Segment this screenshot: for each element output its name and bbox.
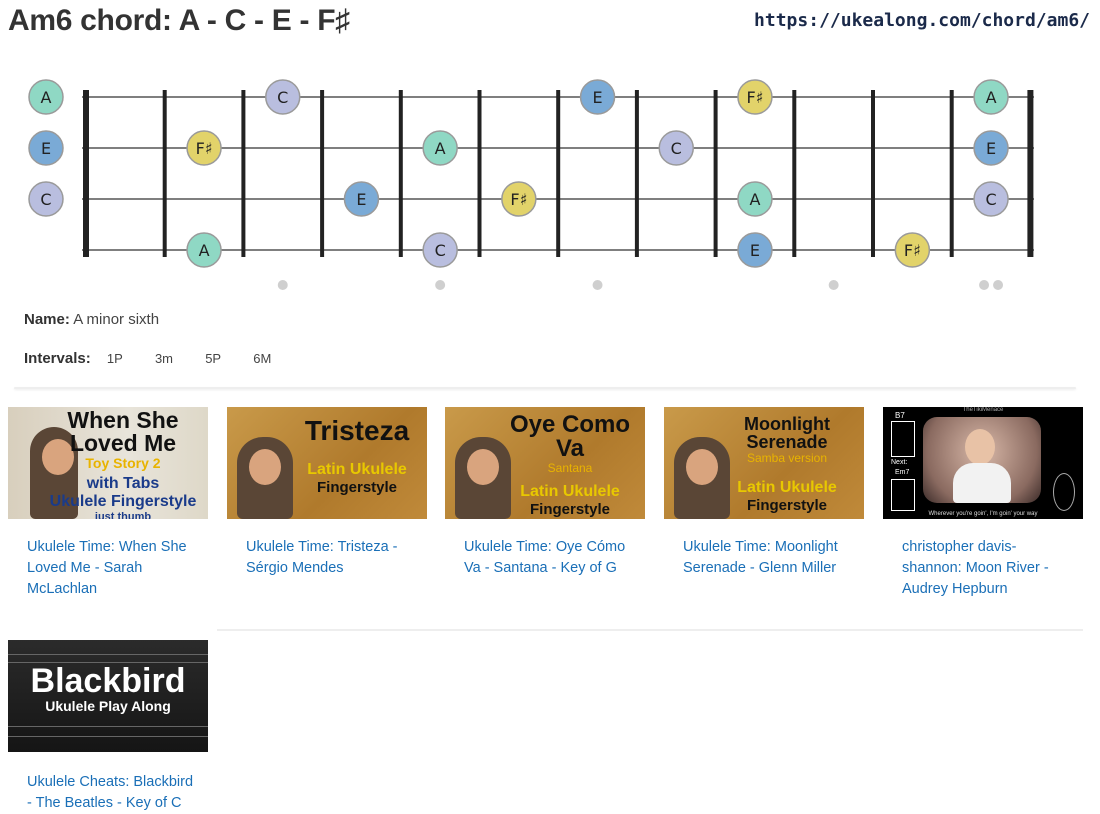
thumbnail-subtitle: Ukulele Play Along xyxy=(45,698,171,714)
video-card[interactable]: TheTikiMenace B7 Next: Em7 Wherever you'… xyxy=(883,407,1083,600)
intervals-label: Intervals: xyxy=(24,350,91,367)
note-label: F♯ xyxy=(746,88,763,107)
fret-marker-dot xyxy=(828,280,839,290)
fret-marker-dot xyxy=(277,280,288,290)
fret-marker-dot xyxy=(979,280,990,290)
note-label: C xyxy=(671,139,682,158)
thumbnail-subtitle: Toy Story 2 xyxy=(85,455,161,471)
thumbnail-line: Latin Ukulele xyxy=(307,461,407,478)
thumbnail-line: Latin Ukulele xyxy=(520,483,620,500)
video-card[interactable]: Oye Como Va Santana Latin Ukulele Finger… xyxy=(445,407,645,579)
thumbnail-next-label: Next: xyxy=(891,459,908,466)
page-url[interactable]: https://ukealong.com/chord/am6/ xyxy=(754,10,1090,31)
note-marker: E xyxy=(737,232,773,268)
note-label: C xyxy=(985,190,996,209)
video-link[interactable]: Ukulele Time: Tristeza - Sérgio Mendes xyxy=(246,539,398,576)
note-label: C xyxy=(277,88,288,107)
video-card[interactable]: Moonlight Serenade Samba version Latin U… xyxy=(664,407,864,579)
note-marker: C xyxy=(265,79,301,115)
note-label: E xyxy=(41,139,51,158)
thumbnail-title: Oye Como Va xyxy=(509,411,631,462)
section-divider xyxy=(14,387,1076,389)
note-marker: E xyxy=(28,130,64,166)
video-card[interactable]: Tristeza Latin Ukulele Fingerstyle Ukule… xyxy=(227,407,427,579)
video-thumbnail[interactable]: TheTikiMenace B7 Next: Em7 Wherever you'… xyxy=(883,407,1083,519)
thumbnail-title: Moonlight Serenade xyxy=(744,414,830,452)
chord-name-row: Name: A minor sixth xyxy=(24,311,159,328)
note-marker: C xyxy=(658,130,694,166)
note-label: C xyxy=(435,241,446,260)
thumbnail-line: Ukulele Fingerstyle xyxy=(49,493,197,510)
interval-item: 5P xyxy=(205,351,222,366)
note-marker: C xyxy=(973,181,1009,217)
note-label: F♯ xyxy=(904,241,921,260)
note-marker: F♯ xyxy=(737,79,773,115)
note-label: E xyxy=(750,241,760,260)
chord-name-label: Name: xyxy=(24,311,70,328)
note-marker: F♯ xyxy=(501,181,537,217)
note-marker: A xyxy=(737,181,773,217)
thumbnail-line: just thumb xyxy=(94,511,152,519)
video-link[interactable]: Ukulele Cheats: Blackbird - The Beatles … xyxy=(27,774,194,811)
thumbnail-caption: Wherever you're goin', I'm goin' your wa… xyxy=(928,511,1038,517)
note-marker: A xyxy=(186,232,222,268)
note-marker: A xyxy=(28,79,64,115)
note-label: A xyxy=(41,88,52,107)
thumbnail-title: Tristeza xyxy=(304,415,410,446)
note-label: A xyxy=(199,241,210,260)
thumbnail-line: Fingerstyle xyxy=(746,497,828,514)
thumbnail-channel: TheTikiMenace xyxy=(962,407,1004,413)
note-label: C xyxy=(40,190,51,209)
interval-item: 3m xyxy=(154,351,174,366)
thumbnail-line: with Tabs xyxy=(86,475,160,492)
page-title: Am6 chord: A - C - E - F♯ xyxy=(8,4,350,37)
note-label: A xyxy=(435,139,446,158)
chord-name-value: A minor sixth xyxy=(73,311,160,328)
fret-marker-dot xyxy=(592,280,603,290)
video-link[interactable]: Ukulele Time: Oye Cómo Va - Santana - Ke… xyxy=(464,539,626,576)
note-label: A xyxy=(749,190,760,209)
note-label: F♯ xyxy=(196,139,213,158)
fret-marker-dot xyxy=(993,280,1004,290)
thumbnail-subtitle: Samba version xyxy=(746,451,828,465)
note-label: E xyxy=(592,88,602,107)
video-link[interactable]: christopher davis-shannon: Moon River - … xyxy=(902,539,1049,597)
video-thumbnail[interactable]: When She Loved Me Toy Story 2 with Tabs … xyxy=(8,407,208,519)
fret-marker-dot xyxy=(435,280,446,290)
fretboard-diagram: A E C C E F♯ A F♯ A C E E F♯ A C A C E F♯ xyxy=(28,79,1034,290)
note-marker: E xyxy=(343,181,380,217)
note-label: F♯ xyxy=(510,190,527,209)
note-label: E xyxy=(986,139,996,158)
video-thumbnail[interactable]: Blackbird Ukulele Play Along xyxy=(8,640,208,752)
note-label: E xyxy=(356,190,366,209)
row-divider xyxy=(217,629,1083,631)
video-thumbnail[interactable]: Tristeza Latin Ukulele Fingerstyle xyxy=(227,407,427,519)
thumbnail-title: When She Loved Me xyxy=(67,407,179,456)
note-marker: C xyxy=(422,232,458,268)
note-marker: E xyxy=(973,130,1009,166)
note-marker: F♯ xyxy=(894,232,931,268)
video-card[interactable]: When She Loved Me Toy Story 2 with Tabs … xyxy=(8,407,208,600)
video-thumbnail[interactable]: Moonlight Serenade Samba version Latin U… xyxy=(664,407,864,519)
note-marker: C xyxy=(28,181,64,217)
video-thumbnail[interactable]: Oye Como Va Santana Latin Ukulele Finger… xyxy=(445,407,645,519)
note-label: A xyxy=(986,88,997,107)
note-marker: A xyxy=(422,130,458,166)
thumbnail-line: Latin Ukulele xyxy=(737,479,837,496)
thumbnail-title: Blackbird xyxy=(30,662,186,700)
note-marker: E xyxy=(579,79,616,115)
thumbnail-chord: B7 xyxy=(895,411,905,420)
chord-intervals-row: Intervals: 1P 3m 5P 6M xyxy=(24,350,271,367)
thumbnail-chord: Em7 xyxy=(895,469,910,476)
video-link[interactable]: Ukulele Time: Moonlight Serenade - Glenn… xyxy=(683,539,838,576)
interval-item: 6M xyxy=(253,351,272,366)
note-marker: F♯ xyxy=(186,130,222,166)
interval-item: 1P xyxy=(106,351,123,366)
video-link[interactable]: Ukulele Time: When She Loved Me - Sarah … xyxy=(27,539,187,597)
thumbnail-line: Fingerstyle xyxy=(529,501,611,518)
note-marker: A xyxy=(973,79,1009,115)
video-card[interactable]: Blackbird Ukulele Play Along Ukulele Che… xyxy=(8,640,208,814)
thumbnail-subtitle: Santana xyxy=(547,461,593,475)
thumbnail-line: Fingerstyle xyxy=(316,479,398,496)
